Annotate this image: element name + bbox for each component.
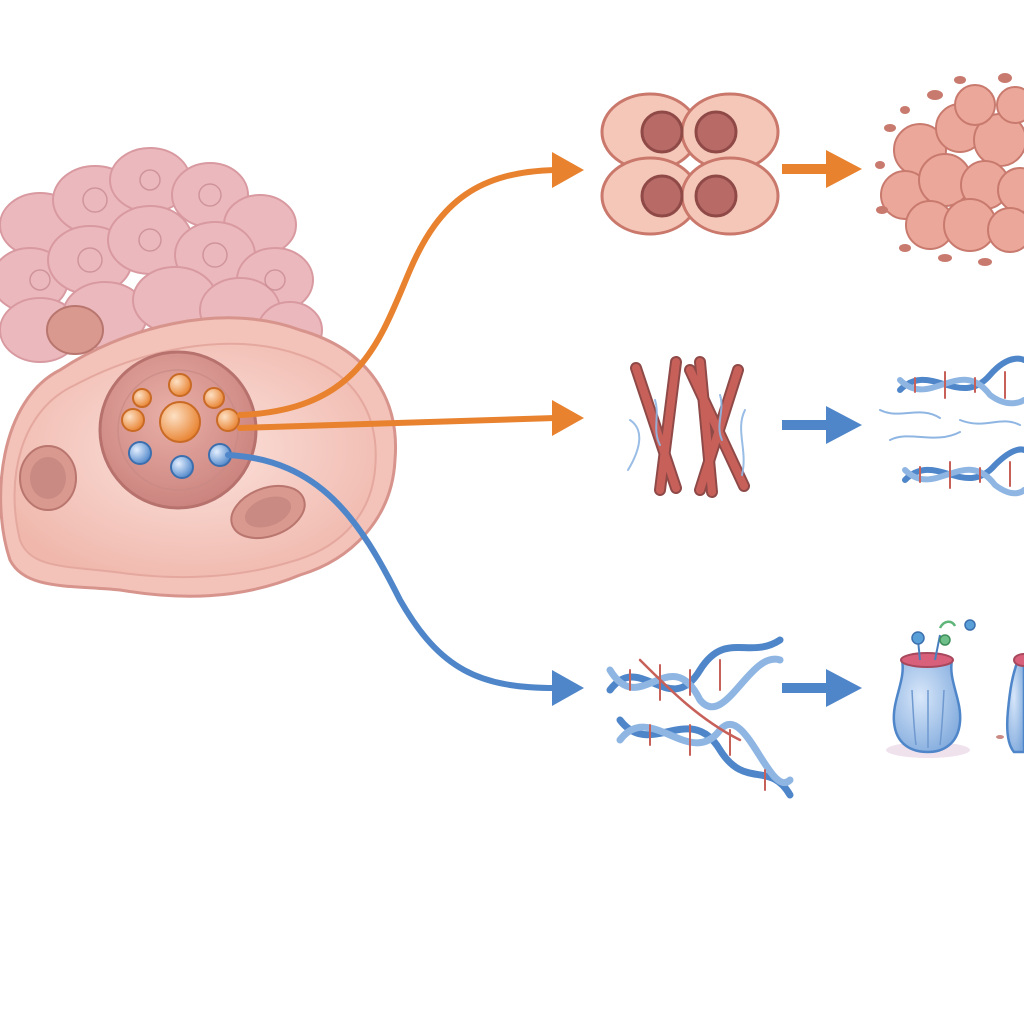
orange-molecule bbox=[121, 408, 145, 432]
dividing-cells bbox=[600, 92, 780, 236]
ribosomes bbox=[886, 619, 1024, 758]
pathway-arrows bbox=[225, 152, 584, 706]
arrowhead-2 bbox=[552, 400, 584, 436]
ribosome bbox=[1006, 658, 1024, 754]
blue-molecule bbox=[170, 455, 194, 479]
stage-arrow-3 bbox=[782, 669, 862, 707]
organelle-top bbox=[46, 305, 104, 355]
arrowhead-1 bbox=[552, 152, 584, 188]
ribosome bbox=[892, 658, 962, 754]
orange-molecule bbox=[168, 373, 192, 397]
pathway-arrow-1 bbox=[237, 167, 558, 418]
stage-arrow-1 bbox=[782, 150, 862, 188]
pathway-arrow-3 bbox=[225, 452, 558, 691]
orange-molecule bbox=[132, 388, 152, 408]
orange-molecule bbox=[216, 408, 240, 432]
nucleus-molecules bbox=[121, 373, 240, 479]
chromosomes bbox=[627, 356, 750, 498]
main-cell bbox=[0, 305, 398, 598]
stage-arrow-2 bbox=[782, 406, 862, 444]
central-molecule bbox=[159, 401, 201, 443]
blue-molecule bbox=[128, 441, 152, 465]
orange-molecule bbox=[203, 387, 225, 409]
dna-helix bbox=[606, 636, 794, 799]
arrowhead-3 bbox=[552, 670, 584, 706]
tumor-mass bbox=[875, 73, 1024, 266]
pathway-arrow-2 bbox=[237, 415, 558, 431]
dna-helices bbox=[879, 355, 1024, 497]
